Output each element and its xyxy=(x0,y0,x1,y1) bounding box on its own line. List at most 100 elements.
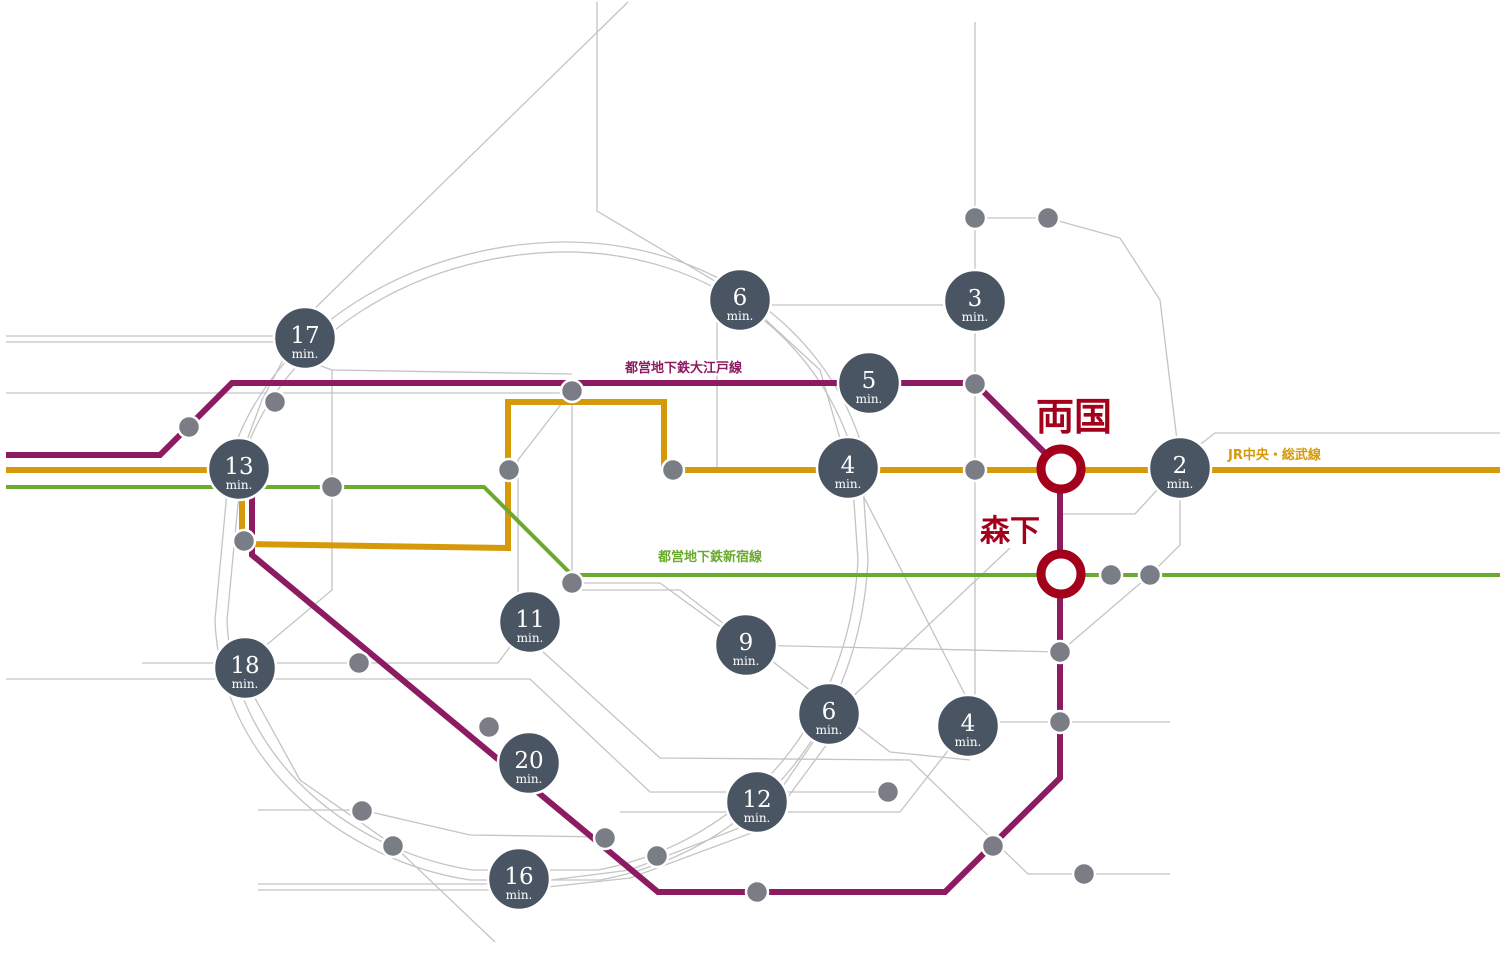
travel-time-circle xyxy=(707,267,773,333)
travel-time-unit: min. xyxy=(727,309,754,323)
stop xyxy=(875,779,901,805)
stop xyxy=(962,371,988,397)
stop xyxy=(962,205,988,231)
travel-time-unit: min. xyxy=(232,677,259,691)
travel-time-circle xyxy=(935,693,1001,759)
minor-line-6 xyxy=(331,369,573,375)
stop xyxy=(319,474,345,500)
stop xyxy=(176,414,202,440)
shinjuku-line-label: 都営地下鉄新宿線 xyxy=(657,549,763,565)
travel-time-unit: min. xyxy=(835,477,862,491)
travel-time-value: 18 xyxy=(230,653,259,679)
stop xyxy=(1047,639,1073,665)
travel-time-value: 13 xyxy=(224,454,253,480)
travel-time-unit: min. xyxy=(517,631,544,645)
stop xyxy=(980,833,1006,859)
ryogoku-station-marker xyxy=(1036,444,1086,494)
travel-time-unit: min. xyxy=(744,811,771,825)
minor-line-4 xyxy=(244,359,333,664)
minor-line-17 xyxy=(572,589,971,761)
stop xyxy=(1098,562,1124,588)
travel-time-unit: min. xyxy=(955,735,982,749)
travel-time-value: 3 xyxy=(968,286,983,312)
travel-time-circle xyxy=(497,589,563,655)
travel-time-circle xyxy=(496,730,562,796)
travel-time-circle xyxy=(796,681,862,747)
travel-time-value: 4 xyxy=(961,711,976,737)
travel-time-circle xyxy=(713,612,779,678)
oedo-line-label: 都営地下鉄大江戸線 xyxy=(624,360,743,376)
travel-time-unit: min. xyxy=(292,347,319,361)
stop xyxy=(1035,205,1061,231)
chuo-sobu-line-loop xyxy=(239,399,667,552)
travel-time-circle xyxy=(486,846,552,912)
small-stops xyxy=(176,205,1163,905)
travel-time-value: 11 xyxy=(515,607,544,633)
stop xyxy=(349,798,375,824)
travel-time-value: 5 xyxy=(862,368,877,394)
travel-time-value: 6 xyxy=(822,699,837,725)
stop xyxy=(962,457,988,483)
minor-line-7 xyxy=(596,2,979,721)
travel-time-unit: min. xyxy=(516,772,543,786)
travel-time-unit: min. xyxy=(226,478,253,492)
minor-line-25 xyxy=(757,724,969,813)
travel-time-value: 12 xyxy=(742,787,771,813)
travel-time-unit: min. xyxy=(962,310,989,324)
travel-time-unit: min. xyxy=(816,723,843,737)
stop xyxy=(346,650,372,676)
minor-line-20 xyxy=(529,639,1170,875)
stop xyxy=(559,570,585,596)
stop xyxy=(476,714,502,740)
ryogoku-station-label: 両国 xyxy=(1036,394,1112,439)
stop xyxy=(1047,709,1073,735)
travel-time-value: 20 xyxy=(514,748,543,774)
travel-time-unit: min. xyxy=(1167,477,1194,491)
stop xyxy=(380,833,406,859)
travel-time-circle xyxy=(815,435,881,501)
stop xyxy=(1137,562,1163,588)
travel-time-circle xyxy=(1147,435,1213,501)
travel-time-unit: min. xyxy=(856,392,883,406)
minor-line-22 xyxy=(244,679,496,943)
travel-time-circle xyxy=(212,635,278,701)
travel-time-value: 2 xyxy=(1173,453,1188,479)
stop xyxy=(262,389,288,415)
travel-time-circle xyxy=(942,268,1008,334)
travel-time-value: 17 xyxy=(290,323,319,349)
morishita-station-label: 森下 xyxy=(980,514,1040,549)
stop xyxy=(559,378,585,404)
oedo-line-south xyxy=(249,468,1063,895)
stop xyxy=(744,879,770,905)
oedo-line-west xyxy=(6,380,1063,471)
stop xyxy=(231,528,257,554)
travel-time-value: 16 xyxy=(504,864,533,890)
minor-line-15 xyxy=(517,389,573,620)
minor-line-16 xyxy=(572,582,1061,653)
travel-time-value: 6 xyxy=(733,285,748,311)
minor-line-21 xyxy=(258,809,606,838)
line-labels: 都営地下鉄大江戸線 JR中央・総武線 都営地下鉄新宿線 xyxy=(623,359,1324,567)
hub-stations: 両国 森下 xyxy=(980,394,1112,599)
stop xyxy=(496,457,522,483)
travel-time-circle xyxy=(206,436,272,502)
chuo-sobu-line-label: JR中央・総武線 xyxy=(1227,447,1322,463)
travel-time-value: 9 xyxy=(739,630,754,656)
